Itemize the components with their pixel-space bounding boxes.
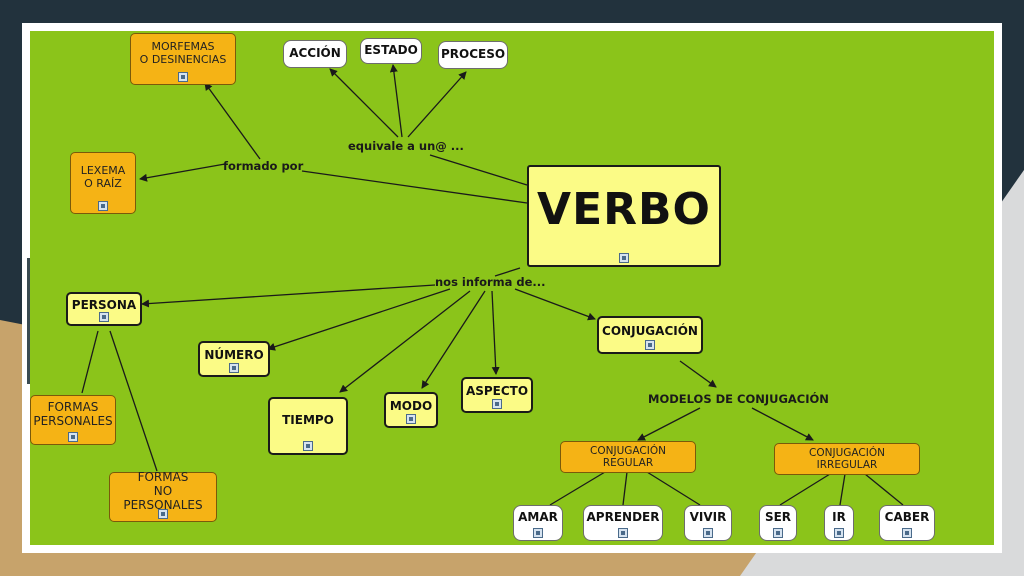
concept-map: formado por equivale a un@ ... nos infor…	[30, 31, 994, 545]
link-regular-aprender	[622, 471, 628, 506]
resource-icon	[303, 441, 313, 451]
resource-icon	[68, 432, 78, 442]
node-caber-label: CABER	[884, 510, 930, 525]
resource-icon	[902, 528, 912, 538]
node-estado-label: ESTADO	[364, 43, 418, 58]
link-equivale-proceso	[407, 71, 467, 138]
node-aspecto[interactable]: ASPECTO	[461, 377, 533, 413]
node-amar[interactable]: AMAR	[513, 505, 563, 541]
resource-icon	[703, 528, 713, 538]
node-verbo[interactable]: VERBO	[527, 165, 721, 267]
link-irregular-ir	[839, 473, 846, 506]
link-verbo-formado	[301, 170, 528, 204]
node-conjugacion-regular-label: CONJUGACIÓN REGULAR	[590, 444, 666, 469]
node-formas-no-personales-label: FORMAS NO PERSONALES	[123, 470, 203, 512]
resource-icon	[406, 414, 416, 424]
link-regular-vivir	[646, 471, 701, 506]
label-equivale: equivale a un@ ...	[348, 139, 464, 153]
link-modelos-regular	[637, 407, 701, 441]
node-ir-label: IR	[832, 510, 846, 525]
link-equivale-estado	[389, 64, 403, 138]
resource-icon	[99, 312, 109, 322]
link-informa-tiempo	[339, 290, 471, 393]
link-equivale-accion	[329, 68, 399, 138]
node-ser-label: SER	[764, 510, 792, 525]
link-persona-formas-no-personales	[109, 330, 158, 472]
node-amar-label: AMAR	[518, 510, 558, 525]
node-conjugacion[interactable]: CONJUGACIÓN	[597, 316, 703, 354]
resource-icon	[834, 528, 844, 538]
link-persona-formas-personales	[81, 330, 99, 394]
link-formado-lexema	[139, 163, 226, 182]
node-numero-label: NÚMERO	[204, 348, 264, 363]
resource-icon	[158, 509, 168, 519]
link-conjugacion-modelos	[679, 360, 717, 388]
node-formas-no-personales[interactable]: FORMAS NO PERSONALES	[109, 470, 217, 522]
resource-icon	[773, 528, 783, 538]
link-informa-modo	[421, 290, 486, 389]
node-verbo-label: VERBO	[537, 183, 711, 235]
node-conjugacion-irregular-label: CONJUGACIÓN IRREGULAR	[809, 446, 885, 471]
node-estado[interactable]: ESTADO	[360, 38, 422, 64]
label-nos-informa: nos informa de...	[435, 275, 546, 289]
label-modelos-de-conjugacion: MODELOS DE CONJUGACIÓN	[648, 392, 829, 406]
link-irregular-caber	[864, 473, 904, 506]
node-conjugacion-label: CONJUGACIÓN	[602, 324, 698, 339]
node-modo[interactable]: MODO	[384, 392, 438, 428]
resource-icon	[533, 528, 543, 538]
node-vivir-label: VIVIR	[689, 510, 727, 525]
resource-icon	[645, 340, 655, 350]
resource-icon	[618, 528, 628, 538]
link-irregular-ser	[779, 473, 831, 506]
node-tiempo[interactable]: TIEMPO	[268, 397, 348, 455]
node-morfemas[interactable]: MORFEMAS O DESINENCIAS	[130, 33, 236, 85]
node-persona[interactable]: PERSONA	[66, 292, 142, 326]
node-proceso[interactable]: PROCESO	[438, 41, 508, 69]
node-lexema[interactable]: LEXEMA O RAÍZ	[70, 152, 136, 214]
node-vivir[interactable]: VIVIR	[684, 505, 732, 541]
link-informa-persona	[141, 284, 436, 308]
label-formado-por: formado por	[223, 159, 304, 173]
node-modo-label: MODO	[389, 399, 433, 414]
link-informa-conjugacion	[514, 288, 596, 321]
link-regular-amar	[549, 471, 606, 506]
node-persona-label: PERSONA	[71, 298, 137, 313]
node-morfemas-label: MORFEMAS O DESINENCIAS	[139, 40, 227, 66]
link-verbo-informa	[494, 267, 521, 277]
node-conjugacion-irregular[interactable]: CONJUGACIÓN IRREGULAR	[774, 443, 920, 475]
resource-icon	[492, 399, 502, 409]
connector-lines	[81, 64, 904, 506]
node-formas-personales-label: FORMAS PERSONALES	[33, 400, 113, 428]
node-ser[interactable]: SER	[759, 505, 797, 541]
node-proceso-label: PROCESO	[440, 47, 506, 62]
link-modelos-irregular	[751, 407, 814, 441]
node-lexema-label: LEXEMA O RAÍZ	[80, 164, 126, 190]
node-caber[interactable]: CABER	[879, 505, 935, 541]
node-numero[interactable]: NÚMERO	[198, 341, 270, 377]
link-informa-numero	[267, 288, 451, 351]
node-aprender-label: APRENDER	[586, 510, 660, 525]
link-verbo-equivale	[429, 154, 528, 186]
node-tiempo-label: TIEMPO	[282, 413, 334, 428]
node-formas-personales[interactable]: FORMAS PERSONALES	[30, 395, 116, 445]
link-informa-aspecto	[491, 290, 500, 375]
node-aprender[interactable]: APRENDER	[583, 505, 663, 541]
node-aspecto-label: ASPECTO	[465, 384, 529, 399]
node-conjugacion-regular[interactable]: CONJUGACIÓN REGULAR	[560, 441, 696, 473]
node-accion[interactable]: ACCIÓN	[283, 40, 347, 68]
link-formado-morfemas	[204, 82, 261, 160]
node-ir[interactable]: IR	[824, 505, 854, 541]
node-accion-label: ACCIÓN	[289, 46, 341, 61]
resource-icon	[178, 72, 188, 82]
resource-icon	[98, 201, 108, 211]
resource-icon	[619, 253, 629, 263]
resource-icon	[229, 363, 239, 373]
